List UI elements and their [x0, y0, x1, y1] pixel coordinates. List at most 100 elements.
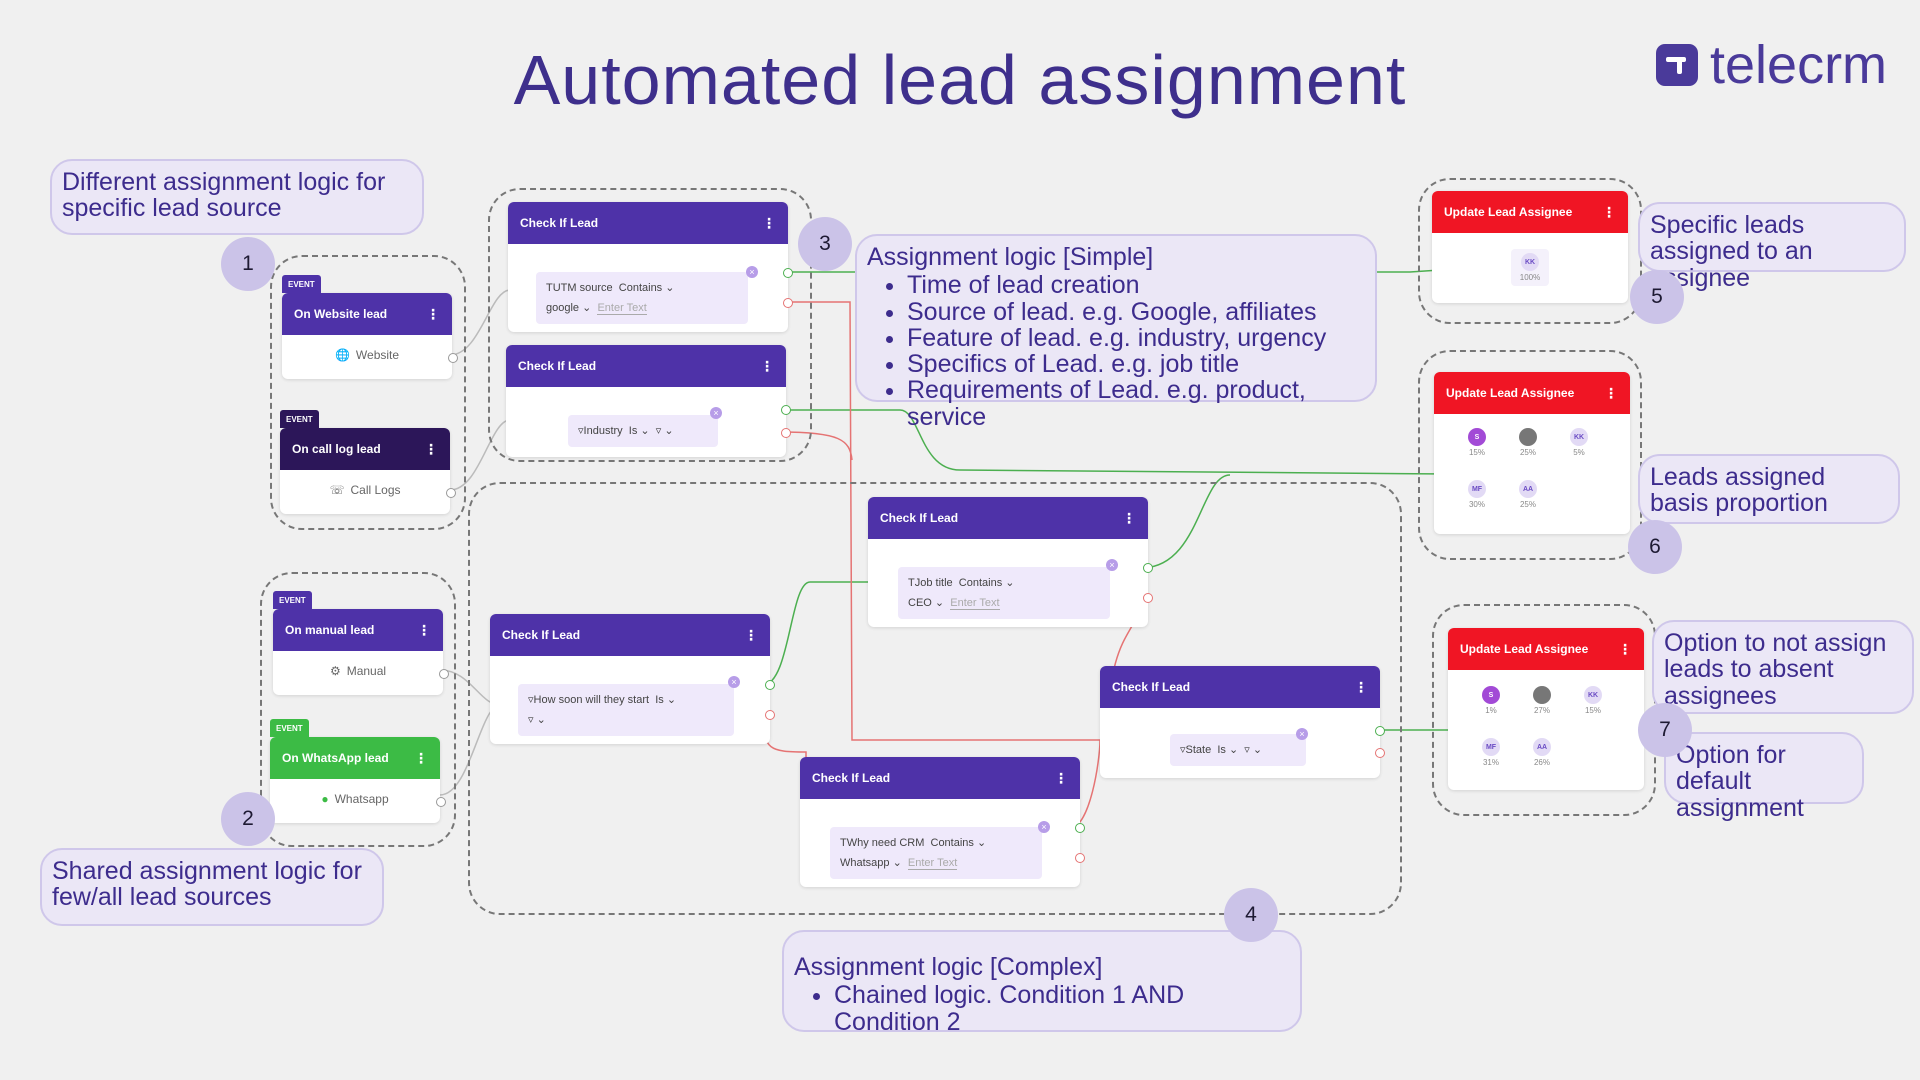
event-tag: EVENT — [282, 275, 321, 293]
kebab-menu-icon[interactable]: ⋮ — [1122, 509, 1136, 526]
event-tag: EVENT — [273, 591, 312, 609]
close-icon[interactable]: × — [1106, 559, 1118, 571]
check-card-utm[interactable]: Check If Lead⋮ TUTM source Contains ⌄ go… — [508, 202, 793, 332]
kebab-menu-icon[interactable]: ⋮ — [1054, 769, 1068, 786]
callout-list: Time of lead creation Source of lead. e.… — [867, 272, 1365, 430]
false-port[interactable] — [1143, 593, 1153, 603]
check-card-jobtitle[interactable]: Check If Lead⋮ TJob title Contains ⌄ CEO… — [868, 497, 1153, 627]
close-icon[interactable]: × — [728, 676, 740, 688]
kebab-menu-icon[interactable]: ⋮ — [417, 621, 431, 638]
text-input[interactable]: Enter Text — [950, 597, 1000, 610]
kebab-menu-icon[interactable]: ⋮ — [1618, 640, 1632, 657]
condition-operator[interactable]: Contains — [618, 282, 663, 294]
kebab-menu-icon[interactable]: ⋮ — [1602, 203, 1616, 220]
condition-operator[interactable]: Contains — [930, 837, 974, 849]
true-port[interactable] — [781, 405, 791, 415]
false-port[interactable] — [783, 298, 793, 308]
condition-operator[interactable]: Is — [655, 694, 664, 706]
text-icon: T — [840, 837, 847, 849]
true-port[interactable] — [1375, 726, 1385, 736]
globe-icon: 🌐 — [334, 348, 350, 362]
condition-value[interactable]: Whatsapp — [840, 857, 890, 869]
kebab-menu-icon[interactable]: ⋮ — [1604, 384, 1618, 401]
callout-title: Assignment logic [Simple] — [867, 243, 1154, 271]
false-port[interactable] — [765, 710, 775, 720]
condition-field[interactable]: How soon will they start — [533, 694, 650, 706]
text-input[interactable]: Enter Text — [597, 302, 647, 315]
condition-field[interactable]: Job title — [914, 577, 953, 589]
check-card-state[interactable]: Check If Lead⋮ ▿State Is ⌄ ▿ ⌄ × — [1100, 666, 1385, 778]
event-card-calllog[interactable]: EVENT On call log lead⋮ ☏Call Logs — [280, 410, 456, 514]
close-icon[interactable]: × — [1296, 728, 1308, 740]
dropdown-icon: ▿ — [578, 425, 584, 437]
kebab-menu-icon[interactable]: ⋮ — [744, 626, 758, 643]
condition-box[interactable]: ▿Industry Is ⌄ ▿ ⌄ — [568, 415, 718, 447]
output-port[interactable] — [436, 797, 446, 807]
condition-box[interactable]: TWhy need CRM Contains ⌄ Whatsapp ⌄ Ente… — [830, 827, 1042, 879]
dropdown-icon: ▿ — [528, 694, 534, 706]
condition-field[interactable]: State — [1185, 744, 1212, 756]
true-port[interactable] — [783, 268, 793, 278]
output-port[interactable] — [446, 488, 456, 498]
close-icon[interactable]: × — [710, 407, 722, 419]
condition-operator[interactable]: Is — [628, 425, 638, 437]
kebab-menu-icon[interactable]: ⋮ — [760, 357, 774, 374]
check-card-howsoon[interactable]: Check If Lead⋮ ▿How soon will they start… — [490, 614, 775, 744]
event-source: Whatsapp — [334, 792, 389, 806]
condition-operator[interactable]: Is — [1217, 744, 1226, 756]
event-card-whatsapp[interactable]: EVENT On WhatsApp lead⋮ ●Whatsapp — [270, 719, 446, 823]
condition-box[interactable]: ▿State Is ⌄ ▿ ⌄ — [1170, 734, 1306, 766]
condition-value[interactable]: CEO — [908, 597, 932, 609]
condition-field[interactable]: Why need CRM — [846, 837, 925, 849]
condition-box[interactable]: ▿How soon will they start Is ⌄▿ ⌄ — [518, 684, 734, 736]
kebab-menu-icon[interactable]: ⋮ — [426, 305, 440, 322]
output-port[interactable] — [448, 353, 458, 363]
event-card-website[interactable]: EVENT On Website lead⋮ 🌐Website — [282, 275, 458, 379]
page-title: Automated lead assignment — [513, 41, 1407, 119]
check-card-whyneedcrm[interactable]: Check If Lead⋮ TWhy need CRM Contains ⌄ … — [800, 757, 1085, 887]
true-port[interactable] — [1075, 823, 1085, 833]
kebab-menu-icon[interactable]: ⋮ — [414, 749, 428, 766]
step-badge-7: 7 — [1638, 703, 1692, 757]
check-title: Check If Lead — [518, 359, 597, 373]
check-card-industry[interactable]: Check If Lead ⋮ ▿Industry Is ⌄ ▿ ⌄ × — [506, 345, 791, 457]
close-icon[interactable]: × — [1038, 821, 1050, 833]
condition-field[interactable]: Industry — [583, 425, 623, 437]
group-specific-sources — [270, 255, 466, 530]
condition-box[interactable]: TUTM source Contains ⌄ google ⌄ Enter Te… — [536, 272, 748, 324]
condition-box[interactable]: TJob title Contains ⌄ CEO ⌄ Enter Text — [898, 567, 1110, 619]
false-port[interactable] — [781, 428, 791, 438]
condition-field[interactable]: UTM source — [552, 282, 613, 294]
false-port[interactable] — [1075, 853, 1085, 863]
event-tag: EVENT — [280, 410, 319, 428]
callout-simple-logic: Assignment logic [Simple] Time of lead c… — [855, 234, 1377, 430]
text-input[interactable]: Enter Text — [907, 857, 958, 870]
condition-value[interactable]: google — [546, 302, 580, 314]
false-port[interactable] — [1375, 748, 1385, 758]
group-complex-logic — [468, 482, 1402, 915]
kebab-menu-icon[interactable]: ⋮ — [1354, 678, 1368, 695]
condition-operator[interactable]: Contains — [958, 577, 1003, 589]
kebab-menu-icon[interactable]: ⋮ — [424, 440, 438, 457]
true-port[interactable] — [1143, 563, 1153, 573]
kebab-menu-icon[interactable]: ⋮ — [762, 214, 776, 231]
text-icon: T — [546, 282, 553, 294]
event-card-manual[interactable]: EVENT On manual lead⋮ ⚙Manual — [273, 591, 449, 695]
close-icon[interactable]: × — [746, 266, 758, 278]
assignee-avatar[interactable]: 27% — [1523, 686, 1561, 715]
true-port[interactable] — [765, 680, 775, 690]
output-port[interactable] — [439, 669, 449, 679]
assignee-avatar[interactable]: 25% — [1509, 428, 1547, 457]
